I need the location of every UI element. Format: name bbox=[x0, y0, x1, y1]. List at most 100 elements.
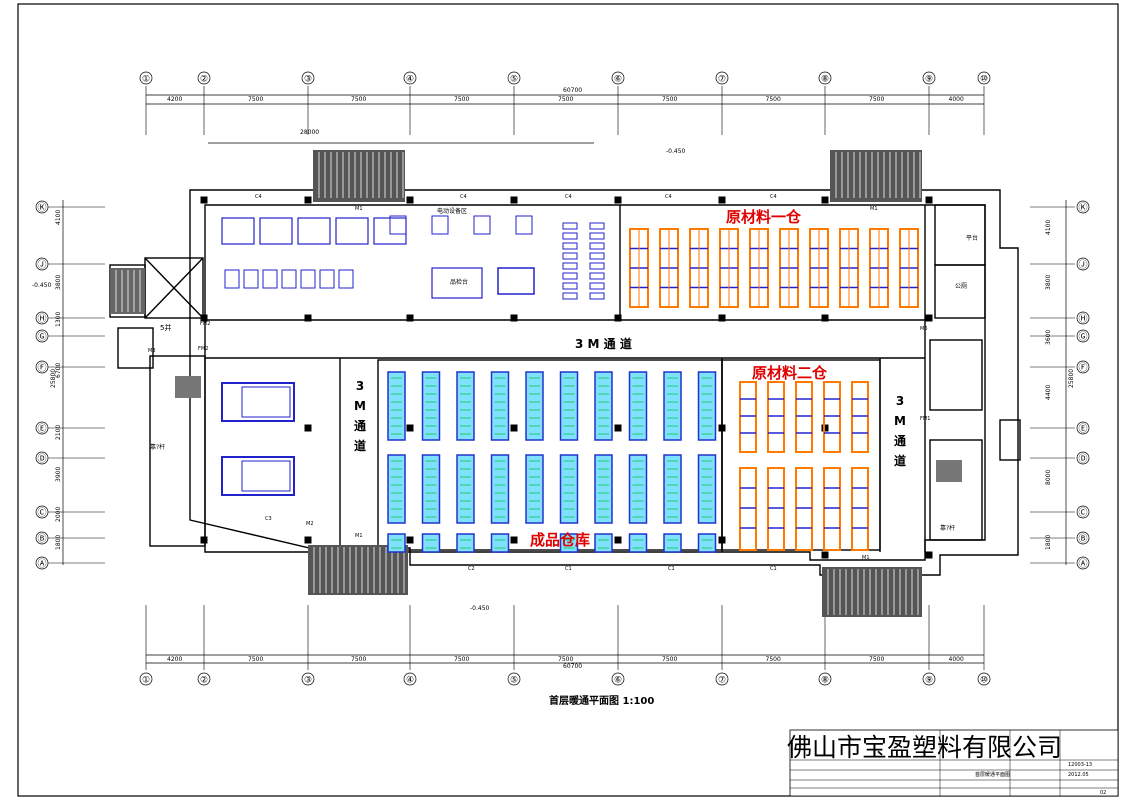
pallet-rack bbox=[421, 533, 441, 553]
column-spacing-dim: 7500 bbox=[869, 96, 884, 103]
column-pier bbox=[510, 314, 518, 322]
column-pier bbox=[718, 314, 726, 322]
row-bubble-label: Ⓐ bbox=[1078, 559, 1087, 570]
row-bubble-label: Ⓖ bbox=[37, 332, 46, 343]
column-pier bbox=[614, 314, 622, 322]
toilet-label: 公厕 bbox=[955, 283, 967, 290]
machine bbox=[319, 269, 335, 289]
right-row-dim: 3800 bbox=[1045, 275, 1052, 290]
corridor-char: 3 bbox=[896, 394, 904, 408]
row-bubble-label: Ⓒ bbox=[1078, 508, 1087, 519]
column-spacing-dim: 7500 bbox=[248, 96, 263, 103]
column-spacing-dim: 7500 bbox=[766, 96, 781, 103]
left-total-dim: 25800 bbox=[50, 369, 57, 388]
title-block-date: 2012.05 bbox=[1068, 772, 1089, 778]
pallet-rack bbox=[387, 454, 406, 524]
shelf bbox=[589, 252, 605, 260]
right-row-dim: 1800 bbox=[1045, 535, 1052, 550]
stair-west-small bbox=[175, 376, 201, 398]
shelf bbox=[562, 292, 578, 300]
column-pier bbox=[718, 424, 726, 432]
ramp-hatching bbox=[115, 152, 921, 615]
pallet-rack bbox=[628, 371, 648, 441]
door-label: M1 bbox=[355, 206, 363, 212]
window-label: C1 bbox=[565, 566, 572, 572]
machine bbox=[300, 269, 316, 289]
column-pier bbox=[821, 314, 829, 322]
pallet-rack bbox=[559, 371, 579, 441]
title-block: 佛山市宝盈塑料有限公司 首层暖通平面图 12003-13 2012.05 02 bbox=[787, 729, 1119, 797]
ramp-bottom-left bbox=[308, 545, 408, 595]
pallet-rack bbox=[663, 371, 682, 441]
corridor-char: M bbox=[894, 414, 906, 428]
column-bubble-label: ③ bbox=[304, 676, 312, 686]
shelf bbox=[562, 222, 578, 230]
door-label: FM2 bbox=[198, 346, 208, 352]
shelf bbox=[589, 232, 605, 240]
corridor-char: 通 bbox=[894, 433, 906, 448]
column-bubble-label: ⑧ bbox=[821, 75, 829, 85]
left-row-dim: 1800 bbox=[55, 535, 62, 550]
pallet-rack bbox=[697, 454, 717, 524]
column-pier bbox=[718, 536, 726, 544]
shelf bbox=[562, 282, 578, 290]
shelf bbox=[589, 242, 605, 250]
column-bubble-label: ⑦ bbox=[718, 75, 726, 85]
row-bubble-label: Ⓑ bbox=[37, 534, 46, 545]
window-label: C4 bbox=[665, 194, 672, 200]
left-row-dim: 6700 bbox=[55, 363, 62, 378]
rack-group-finished bbox=[387, 371, 717, 553]
stair-label: 5并 bbox=[160, 323, 171, 332]
row-bubble-label: Ⓙ bbox=[1078, 260, 1087, 271]
machine bbox=[224, 269, 240, 289]
machine bbox=[497, 267, 535, 295]
pallet-rack bbox=[697, 533, 717, 553]
door-label: M3 bbox=[148, 348, 156, 354]
row-bubble-label: Ⓖ bbox=[1078, 332, 1087, 343]
column-spacing-dim: 4200 bbox=[167, 96, 182, 103]
corridor-char: 通 bbox=[354, 418, 366, 433]
pallet-rack bbox=[456, 371, 475, 441]
corridor-char: 道 bbox=[354, 438, 366, 453]
pallet-rack bbox=[387, 533, 406, 553]
window-label: C4 bbox=[770, 194, 777, 200]
column-pier bbox=[925, 196, 933, 204]
column-pier bbox=[406, 196, 414, 204]
machine bbox=[335, 217, 369, 245]
pallet-rack bbox=[559, 454, 579, 524]
dimension-lines bbox=[62, 94, 1067, 664]
machine bbox=[338, 269, 354, 289]
ladder-left-label: 靠?杆 bbox=[150, 443, 165, 451]
window-label: C4 bbox=[460, 194, 467, 200]
column-pier bbox=[510, 536, 518, 544]
rack bbox=[823, 467, 841, 551]
column-pier bbox=[614, 536, 622, 544]
rack bbox=[795, 467, 813, 551]
column-pier bbox=[304, 314, 312, 322]
column-bubble-label: ⑩ bbox=[980, 676, 988, 686]
column-pier bbox=[510, 196, 518, 204]
title-block-sheet: 02 bbox=[1100, 790, 1106, 796]
rack bbox=[795, 381, 813, 453]
pallet-rack bbox=[490, 371, 510, 441]
pallet-rack bbox=[456, 454, 475, 524]
column-spacing-dim: 4200 bbox=[167, 656, 182, 663]
row-bubble-label: Ⓑ bbox=[1078, 534, 1087, 545]
row-bubble-label: Ⓗ bbox=[37, 314, 46, 325]
window-label: C2 bbox=[468, 566, 475, 572]
column-pier bbox=[821, 551, 829, 559]
pallet-rack bbox=[387, 371, 406, 441]
column-bubble-label: ⑥ bbox=[614, 75, 622, 85]
ramp-top-right bbox=[830, 150, 922, 202]
row-bubble-label: Ⓔ bbox=[37, 424, 46, 435]
left-row-dim: 2100 bbox=[55, 425, 62, 440]
shelf bbox=[562, 252, 578, 260]
pallet-rack bbox=[663, 533, 682, 553]
pallet-rack bbox=[594, 371, 613, 441]
machine bbox=[221, 217, 255, 245]
pallet-rack bbox=[663, 454, 682, 524]
